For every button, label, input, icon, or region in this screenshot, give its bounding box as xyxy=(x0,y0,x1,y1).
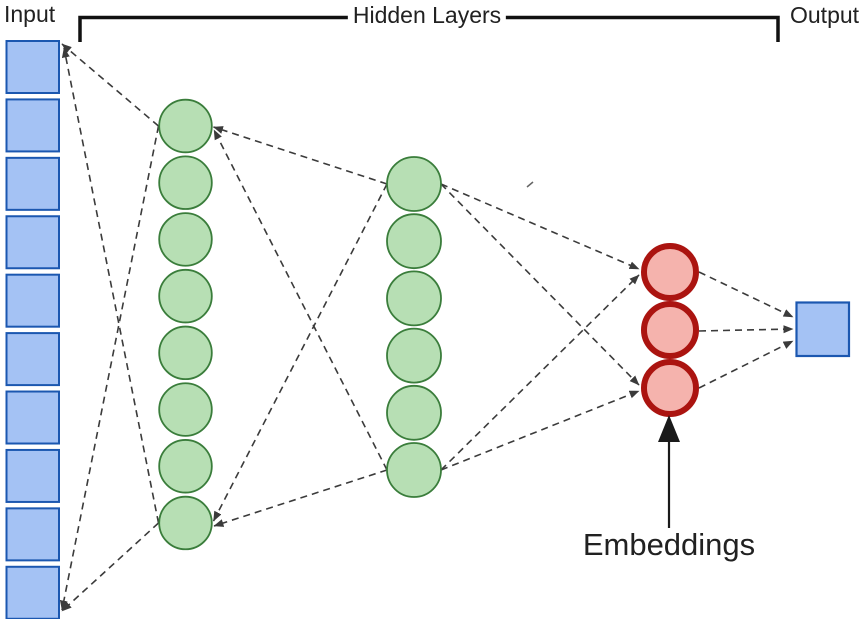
hidden-node xyxy=(158,212,213,267)
stray-mark xyxy=(526,181,534,188)
input-label: Input xyxy=(4,1,56,27)
embedding-layer xyxy=(641,243,699,417)
hidden-node xyxy=(386,156,442,212)
connector-line xyxy=(59,125,160,611)
output-layer xyxy=(795,301,851,358)
connector-line xyxy=(440,183,640,386)
hidden-node xyxy=(386,213,442,270)
input-node xyxy=(5,40,60,94)
embeddings-arrowhead xyxy=(658,415,680,442)
hidden-layers-label: Hidden Layers xyxy=(347,2,507,29)
input-node xyxy=(5,156,60,211)
connector-line xyxy=(213,126,388,185)
connector-line xyxy=(61,43,160,127)
embedding-node xyxy=(641,243,699,301)
embeddings-arrow xyxy=(658,415,680,528)
hidden-node xyxy=(158,439,213,494)
input-layer xyxy=(5,40,60,619)
connector-line xyxy=(213,129,388,471)
input-node xyxy=(5,273,60,328)
hidden-node xyxy=(158,268,213,324)
hidden-layer-2 xyxy=(386,156,442,498)
connector-line xyxy=(213,469,388,527)
connector-line xyxy=(440,274,640,471)
connector-line xyxy=(698,271,794,318)
output-node xyxy=(795,301,851,358)
input-node xyxy=(5,507,60,562)
hidden-node xyxy=(158,495,213,551)
connector-line xyxy=(61,522,160,612)
embedding-node xyxy=(641,301,699,359)
embedding-node xyxy=(641,359,699,417)
embeddings-label: Embeddings xyxy=(582,527,756,562)
hidden-node xyxy=(158,98,213,154)
connector-line xyxy=(212,183,388,522)
input-node xyxy=(5,565,60,619)
output-label: Output xyxy=(790,2,860,28)
input-node xyxy=(5,390,60,445)
input-node xyxy=(5,448,60,503)
hidden-node xyxy=(386,327,442,384)
hidden-node xyxy=(386,442,442,498)
hidden-node xyxy=(158,382,213,437)
hidden-node xyxy=(386,384,442,441)
connector-line xyxy=(61,47,160,524)
input-node xyxy=(5,332,60,387)
connector-line xyxy=(698,325,794,334)
input-node xyxy=(5,215,60,270)
hidden-node xyxy=(158,155,213,210)
hidden-layer-1 xyxy=(158,98,213,551)
hidden-node xyxy=(386,270,442,327)
connection-lines xyxy=(59,43,794,612)
connector-line xyxy=(698,340,794,389)
connector-line xyxy=(440,390,640,471)
input-node xyxy=(5,98,60,153)
connector-line xyxy=(440,183,640,270)
hidden-node xyxy=(158,325,213,381)
